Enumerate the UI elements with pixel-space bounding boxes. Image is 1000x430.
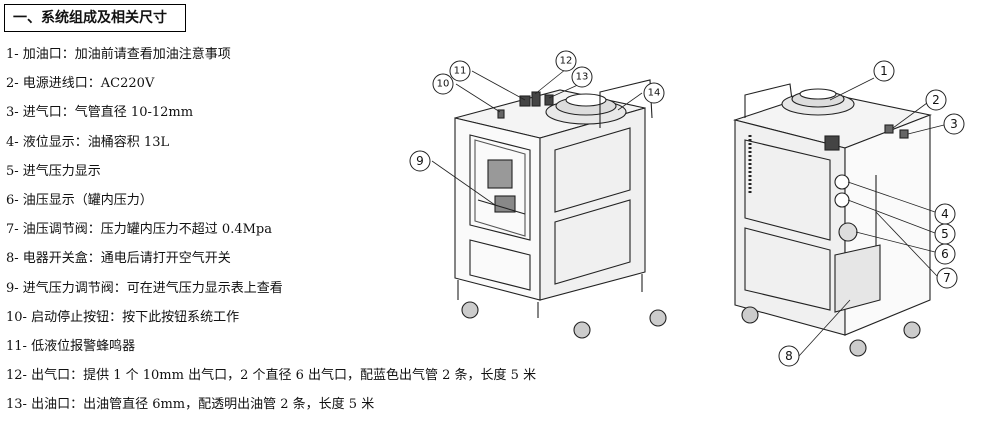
list-item: 12- 出气口：提供 1 个 10mm 出气口，2 个直径 6 出气口，配蓝色出… [6, 368, 537, 384]
callout-8: 8 [785, 349, 793, 363]
callout-2: 2 [932, 93, 940, 107]
callout-3: 3 [950, 117, 958, 131]
list-item: 13- 出油口：出油管直径 6mm，配透明出油管 2 条，长度 5 米 [6, 397, 375, 413]
callout-6: 6 [941, 247, 949, 261]
right-unit-drawing [733, 83, 932, 357]
list-item: 8- 电器开关盒：通电后请打开空气开关 [6, 251, 231, 267]
callout-10: 10 [437, 79, 450, 90]
list-item: 3- 进气口：气管直径 10-12mm [6, 105, 194, 121]
callout-12: 12 [560, 56, 573, 67]
list-item: 11- 低液位报警蜂鸣器 [6, 338, 136, 354]
section-title: 一、系统组成及相关尺寸 [4, 4, 186, 32]
list-item: 7- 油压调节阀：压力罐内压力不超过 0.4Mpa [6, 222, 272, 238]
left-unit-drawing [454, 79, 667, 339]
callout-9: 9 [416, 154, 424, 168]
list-item: 1- 加油口：加油前请查看加油注意事项 [6, 47, 231, 62]
callout-14: 14 [648, 88, 661, 99]
component-list: 1- 加油口：加油前请查看加油注意事项 2- 电源进线口：AC220V 3- 进… [6, 40, 536, 419]
callout-13: 13 [576, 72, 589, 83]
callout-1: 1 [880, 64, 888, 78]
equipment-drawing: 1 2 3 4 5 6 7 8 9 10 11 12 13 14 [409, 50, 965, 367]
list-item: 9- 进气压力调节阀：可在进气压力显示表上查看 [6, 280, 283, 296]
list-item: 5- 进气压力显示 [6, 163, 101, 179]
list-item: 4- 液位显示：油桶容积 13L [6, 134, 170, 150]
callout-5: 5 [941, 227, 949, 241]
callout-4: 4 [941, 207, 949, 221]
list-item: 6- 油压显示（罐内压力） [6, 192, 153, 208]
list-item: 10- 启动停止按钮：按下此按钮系统工作 [6, 309, 240, 325]
list-item: 2- 电源进线口：AC220V [6, 76, 155, 92]
callout-7: 7 [943, 271, 951, 285]
callout-11: 11 [454, 66, 467, 77]
